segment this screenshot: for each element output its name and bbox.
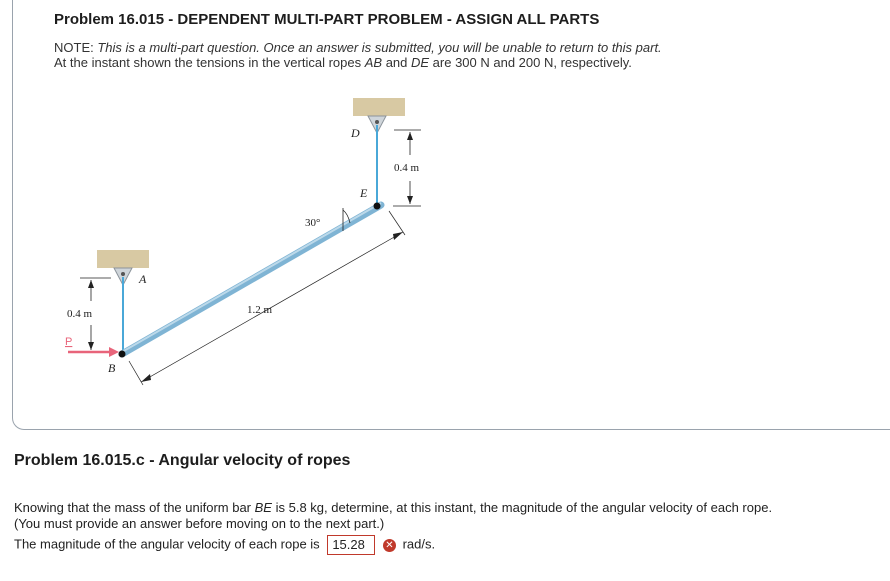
note-prefix: NOTE: xyxy=(54,40,98,55)
label-length-right: 0.4 m xyxy=(394,162,420,174)
label-angle: 30° xyxy=(305,217,320,229)
question-text-a: Knowing that the mass of the uniform bar xyxy=(14,500,255,515)
problem-panel xyxy=(12,0,890,430)
label-length-bar: 1.2 m xyxy=(247,304,273,316)
problem-note: NOTE: This is a multi-part question. Onc… xyxy=(54,40,662,70)
note-text: This is a multi-part question. Once an a… xyxy=(97,40,662,55)
statement-line: At the instant shown the tensions in the… xyxy=(54,55,662,70)
statement-part2: and xyxy=(382,55,411,70)
answer-line: The magnitude of the angular velocity of… xyxy=(14,535,435,555)
question-text-b: is 5.8 kg, determine, at this instant, t… xyxy=(271,500,773,515)
answer-prompt: The magnitude of the angular velocity of… xyxy=(14,536,320,552)
support-d xyxy=(353,98,405,116)
problem-title: Problem 16.015 - DEPENDENT MULTI-PART PR… xyxy=(54,11,600,28)
label-b: B xyxy=(108,361,116,375)
part-title: Problem 16.015.c - Angular velocity of r… xyxy=(14,452,351,469)
joint-b xyxy=(118,350,126,358)
question-line-2: (You must provide an answer before movin… xyxy=(14,516,385,531)
statement-part1: At the instant shown the tensions in the… xyxy=(54,55,365,70)
joint-e xyxy=(373,202,381,210)
answer-input[interactable]: 15.28 xyxy=(327,535,376,555)
statement-ab: AB xyxy=(364,55,383,70)
note-line: NOTE: This is a multi-part question. Onc… xyxy=(54,40,662,55)
label-e: E xyxy=(359,186,368,200)
question-bar-name: BE xyxy=(254,500,272,515)
bar-be xyxy=(118,201,385,358)
statement-part3: are 300 N and 200 N, respectively. xyxy=(429,55,632,70)
label-length-left: 0.4 m xyxy=(67,308,93,320)
problem-figure: D E A B P 30° 1.2 m 0.4 m 0.4 m xyxy=(65,98,421,386)
pin-d xyxy=(367,115,387,135)
label-d: D xyxy=(350,126,360,140)
x-circle-icon: ✕ xyxy=(382,538,396,552)
answer-unit: rad/s. xyxy=(402,536,436,552)
statement-de: DE xyxy=(411,55,430,70)
label-a: A xyxy=(138,272,147,286)
question-line-1: Knowing that the mass of the uniform bar… xyxy=(14,500,772,515)
label-p: P xyxy=(65,336,72,348)
pin-a xyxy=(113,267,133,287)
support-a xyxy=(97,250,149,268)
